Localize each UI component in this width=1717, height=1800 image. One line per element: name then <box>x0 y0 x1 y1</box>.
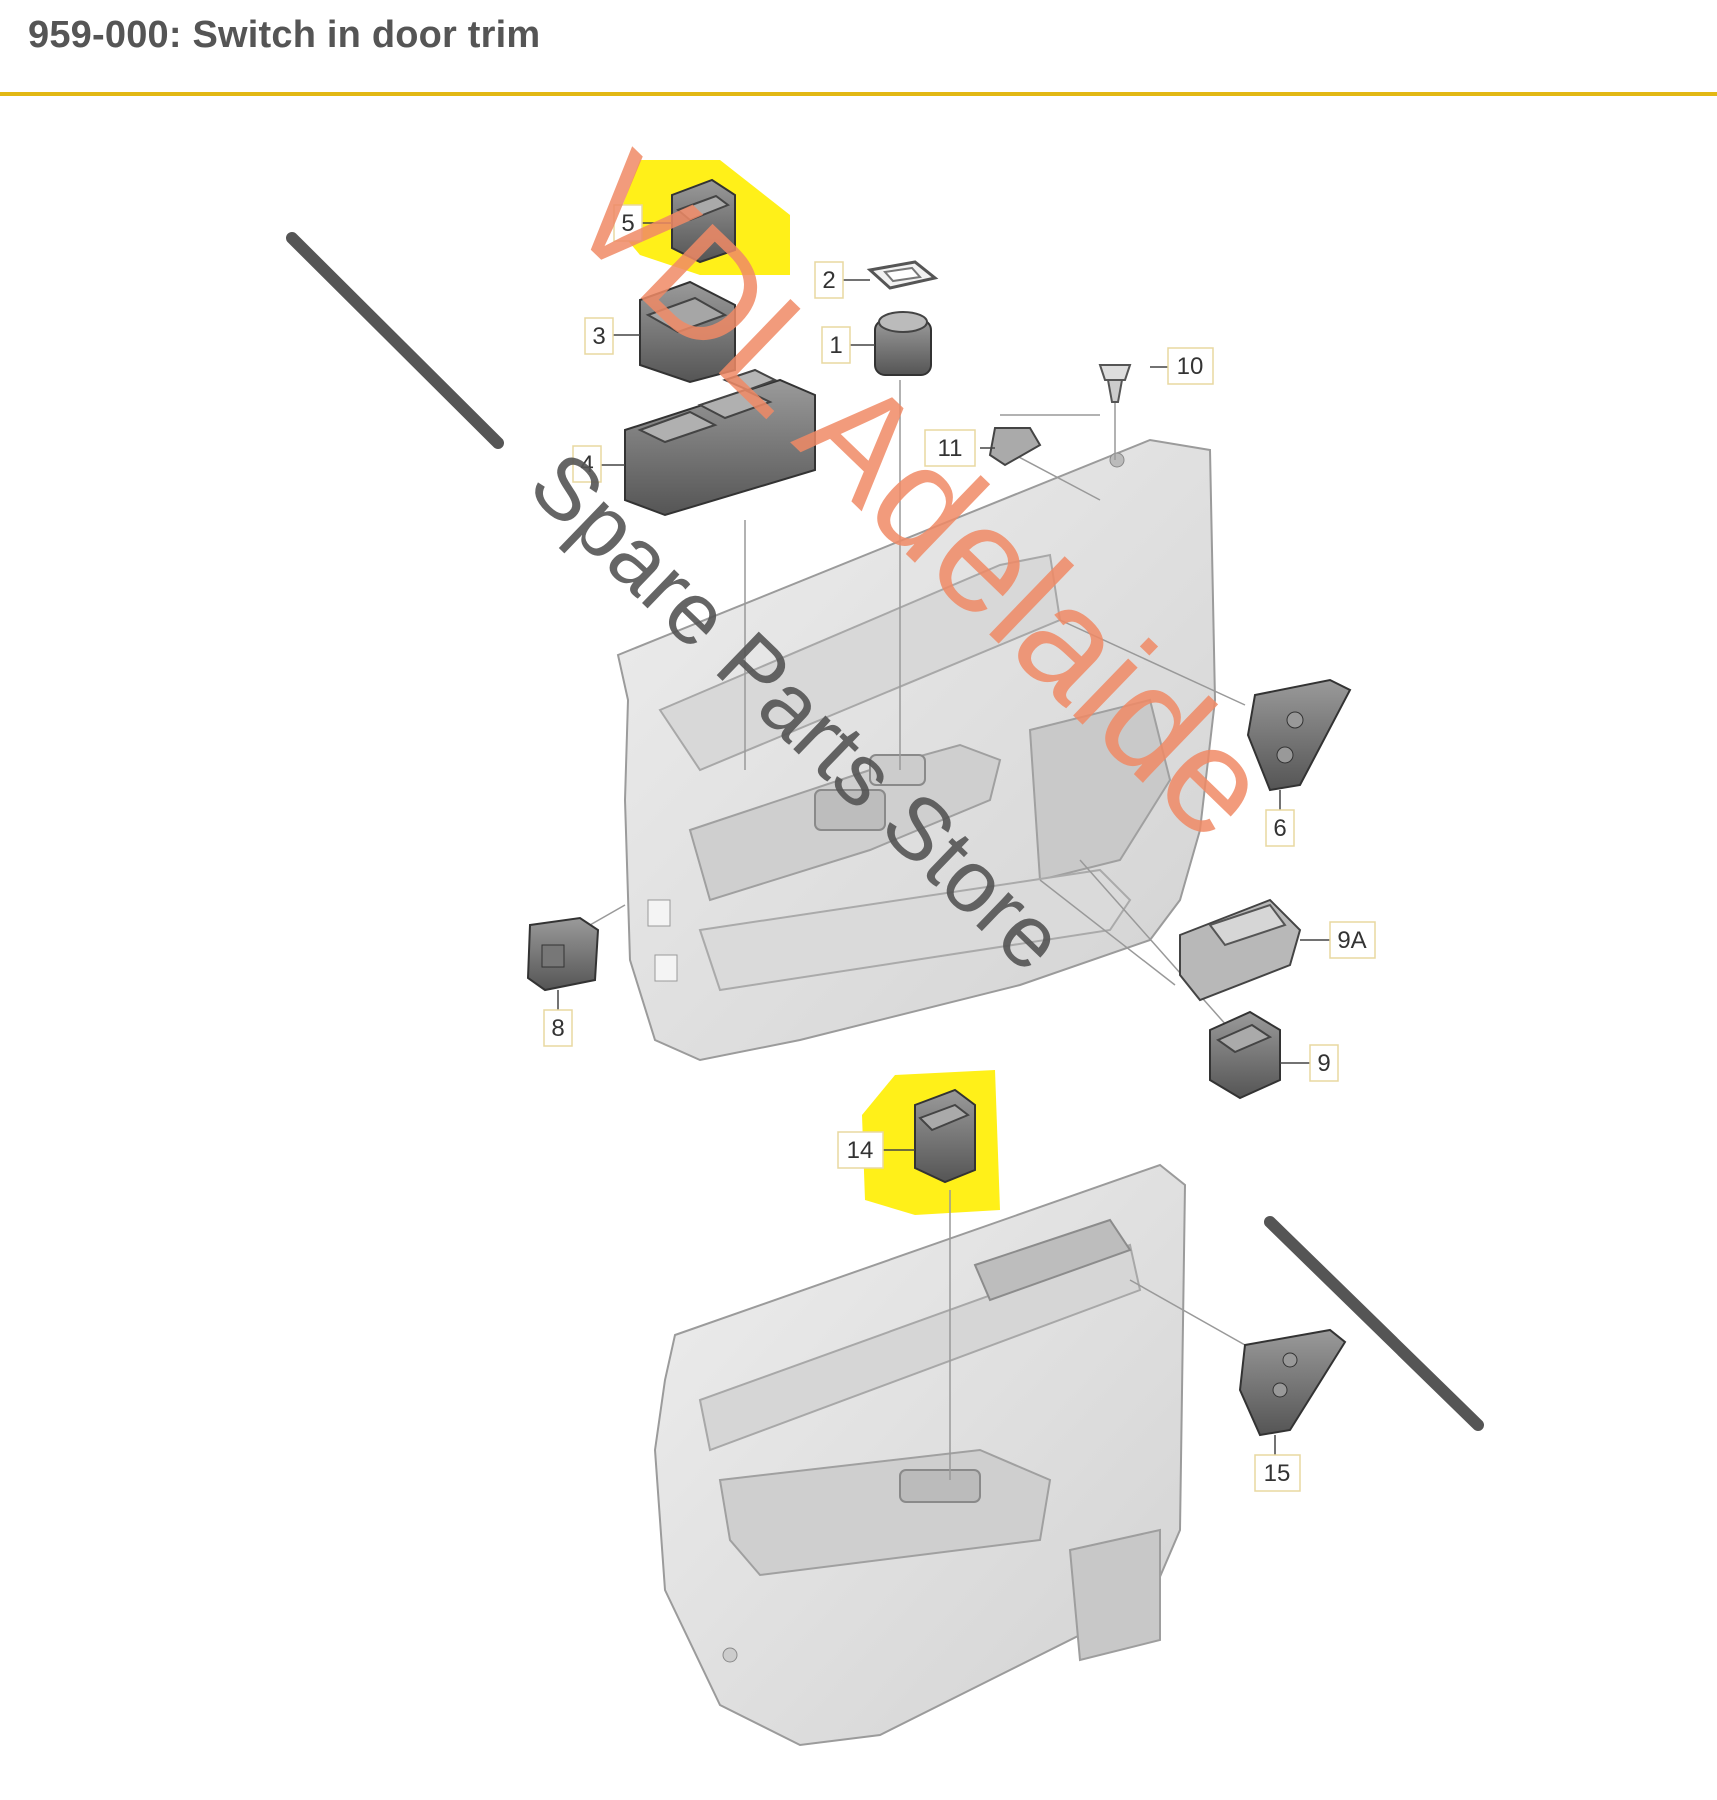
callout-9a: 9A <box>1337 927 1366 954</box>
part-10-clip <box>1098 364 1132 403</box>
page-header: 959-000: Switch in door trim <box>0 0 1717 96</box>
page-title: 959-000: Switch in door trim <box>28 14 541 56</box>
callout-8: 8 <box>551 1015 564 1042</box>
callout-1: 1 <box>829 332 842 359</box>
leader-lines <box>589 380 1246 1480</box>
callout-5: 5 <box>621 210 634 237</box>
part-4-master-window-switch <box>624 368 816 517</box>
callout-boxes <box>543 204 1376 1492</box>
callout-11: 11 <box>938 435 963 462</box>
part-2-gasket <box>866 260 939 290</box>
part-5-window-switch <box>671 178 736 264</box>
callout-ticks <box>557 222 1330 1455</box>
watermark-stripe-bottom <box>1264 1216 1484 1431</box>
callout-4: 4 <box>580 451 593 478</box>
callout-9: 9 <box>1317 1050 1330 1077</box>
part-15-rear-switch <box>1238 1328 1347 1437</box>
front-door-trim-panel <box>616 438 1217 1062</box>
callout-14: 14 <box>847 1137 874 1164</box>
rear-door-trim-panel <box>653 1163 1187 1747</box>
callout-2: 2 <box>822 267 835 294</box>
part-9-switch <box>1209 1010 1281 1100</box>
callout-3: 3 <box>592 323 605 350</box>
callout-10: 10 <box>1177 353 1204 380</box>
part-6-memory-switch <box>1246 678 1352 792</box>
part-11-bracket <box>988 427 1042 467</box>
part-14-rear-window-switch <box>914 1088 976 1184</box>
part-1-mirror-switch <box>874 311 932 376</box>
part-9a-switch <box>1179 898 1302 1002</box>
watermark-stripe-top <box>286 232 504 449</box>
callout-15: 15 <box>1264 1460 1291 1487</box>
callout-6: 6 <box>1273 815 1286 842</box>
part-8-switch <box>526 916 600 992</box>
part-3-window-switch <box>639 280 736 384</box>
